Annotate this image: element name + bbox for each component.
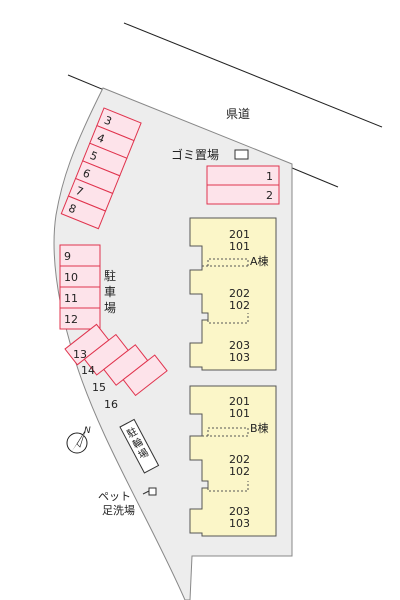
building-a: 201 101 A棟 202 102 203 103	[189, 217, 277, 371]
a-unit-203: 203	[229, 339, 250, 352]
parking-label-2: 2	[266, 189, 273, 202]
parking-space-16	[122, 354, 168, 397]
parking-label-3: 3	[102, 114, 113, 129]
pet-wash-leader	[142, 490, 150, 495]
building-b-divider-2	[207, 481, 249, 492]
a-unit-201: 201	[229, 228, 250, 241]
bicycle-parking-box	[119, 418, 160, 474]
building-b: 201 101 B棟 202 102 203 103	[189, 385, 277, 537]
road-edge-north	[123, 22, 383, 128]
b-unit-201: 201	[229, 395, 250, 408]
parking-label-14: 14	[81, 364, 95, 377]
parking-label-15: 15	[92, 381, 106, 394]
parking-label-8: 8	[67, 202, 78, 217]
garbage-area-label: ゴミ置場	[171, 147, 219, 162]
compass-label: N	[84, 426, 91, 436]
building-a-divider-2	[207, 313, 249, 324]
parking-label-1: 1	[266, 170, 273, 183]
parking-space-8	[60, 195, 107, 230]
pet-wash-label-line1: ペット	[98, 490, 131, 503]
parking-label-9: 9	[64, 250, 71, 263]
building-a-outline	[189, 217, 277, 371]
compass-ring	[66, 432, 88, 454]
b-unit-101: 101	[229, 407, 250, 420]
parking-label-5: 5	[88, 149, 99, 164]
parking-space-2	[206, 184, 280, 205]
pet-wash-label-line2: 足洗場	[102, 504, 135, 517]
compass: N	[66, 426, 91, 454]
parking-label-16: 16	[104, 398, 118, 411]
parking-label-12: 12	[64, 313, 78, 326]
building-b-divider-1	[207, 427, 249, 436]
a-unit-103: 103	[229, 351, 250, 364]
garbage-area-box	[234, 149, 249, 160]
parking-space-12	[59, 307, 101, 330]
parking-group-west-vertical: 9 10 11 12	[59, 244, 101, 330]
parking-group-west-diagonal: 3 4 5 6 7 8	[60, 107, 142, 230]
bicycle-parking: 駐輪場	[119, 418, 160, 474]
building-b-outline	[189, 385, 277, 537]
parking-label-11: 11	[64, 292, 78, 305]
b-unit-103: 103	[229, 517, 250, 530]
b-unit-202: 202	[229, 453, 250, 466]
parking-label-13: 13	[73, 348, 87, 361]
building-a-label: A棟	[250, 254, 269, 268]
b-unit-203: 203	[229, 505, 250, 518]
building-b-label: B棟	[250, 421, 269, 435]
road-label: 県道	[226, 107, 250, 121]
pet-wash-box	[148, 487, 157, 496]
north-arrow-half-icon	[76, 430, 86, 448]
parking-label-10: 10	[64, 271, 78, 284]
a-unit-101: 101	[229, 240, 250, 253]
parking-label-6: 6	[81, 166, 92, 181]
a-unit-102: 102	[229, 299, 250, 312]
parking-label-4: 4	[95, 131, 106, 146]
parking-label: 駐車場	[104, 268, 116, 315]
a-unit-202: 202	[229, 287, 250, 300]
parking-group-top-right: 1 2	[206, 165, 280, 205]
parking-label-7: 7	[74, 184, 85, 199]
parking-label-text: 駐車場	[104, 268, 116, 315]
parking-group-southwest-rows	[64, 323, 168, 397]
b-unit-102: 102	[229, 465, 250, 478]
